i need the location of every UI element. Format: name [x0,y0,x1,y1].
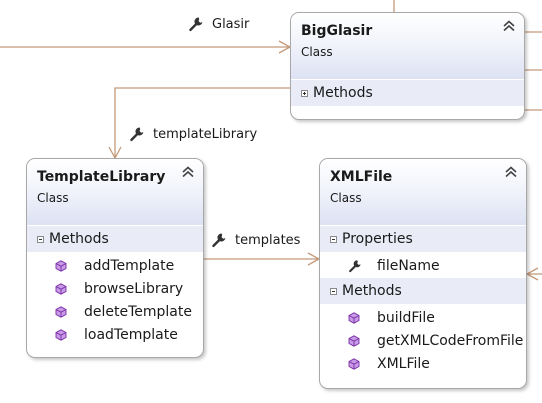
class-header[interactable]: XMLFile Class [320,159,526,225]
purple-cube-icon [55,282,67,295]
method-name: loadTemplate [84,326,178,343]
purple-cube-icon [348,357,360,370]
method-item[interactable]: deleteTemplate [27,300,203,323]
association-label-templates[interactable]: templates [211,232,300,248]
expand-icon[interactable] [301,89,308,97]
collapse-toggle-icon[interactable] [330,235,337,243]
class-name: TemplateLibrary [37,169,166,185]
purple-cube-icon [348,334,360,347]
double-chevron-up-icon[interactable] [181,165,195,179]
double-chevron-up-icon[interactable] [504,165,518,179]
class-kind: Class [301,45,333,59]
purple-cube-icon [55,305,67,318]
method-name: browseLibrary [84,280,184,297]
double-chevron-up-icon[interactable] [502,19,516,33]
section-label: Methods [313,85,373,101]
association-text: Glasir [212,16,250,32]
property-item[interactable]: fileName [320,254,526,277]
purple-cube-icon [55,328,67,341]
method-item[interactable]: getXMLCodeFromFile [320,329,526,352]
class-box-bigglasir[interactable]: BigGlasir Class Methods [290,12,525,120]
section-methods[interactable]: Methods [291,79,524,106]
section-methods[interactable]: Methods [27,225,203,252]
method-item[interactable]: addTemplate [27,254,203,277]
property-name: fileName [377,257,440,274]
section-label: Properties [342,231,413,247]
method-name: deleteTemplate [84,303,192,320]
class-kind: Class [37,191,69,205]
method-name: buildFile [377,309,435,326]
wrench-icon [189,17,203,32]
purple-cube-icon [55,259,67,272]
purple-cube-icon [348,311,360,324]
class-name: BigGlasir [301,23,373,39]
template-library-association-line [114,87,290,158]
collapse-toggle-icon[interactable] [37,235,44,243]
method-name: addTemplate [84,257,175,274]
association-label-glasir[interactable]: Glasir [188,16,249,32]
class-box-xmlfile[interactable]: XMLFile Class Properties fileName Method… [319,158,527,389]
association-label-template-library[interactable]: templateLibrary [129,126,257,142]
wrench-icon [212,233,226,248]
class-header[interactable]: TemplateLibrary Class [27,159,203,225]
association-text: templateLibrary [153,126,258,142]
method-item[interactable]: buildFile [320,306,526,329]
class-box-templatelibrary[interactable]: TemplateLibrary Class Methods addTemplat… [26,158,204,358]
class-name: XMLFile [330,169,393,185]
method-item[interactable]: XMLFile [320,352,526,375]
method-name: getXMLCodeFromFile [377,332,524,349]
association-text: templates [235,232,301,248]
xmlfile-right-arrowhead [525,267,539,281]
section-methods[interactable]: Methods [320,277,526,304]
class-kind: Class [330,191,362,205]
method-name: XMLFile [377,355,430,372]
class-header[interactable]: BigGlasir Class [291,13,524,79]
collapse-toggle-icon[interactable] [330,287,337,295]
section-label: Methods [342,283,402,299]
wrench-icon [130,127,144,142]
section-label: Methods [49,231,109,247]
wrench-icon [349,259,361,272]
section-properties[interactable]: Properties [320,225,526,252]
method-item[interactable]: browseLibrary [27,277,203,300]
method-item[interactable]: loadTemplate [27,323,203,346]
